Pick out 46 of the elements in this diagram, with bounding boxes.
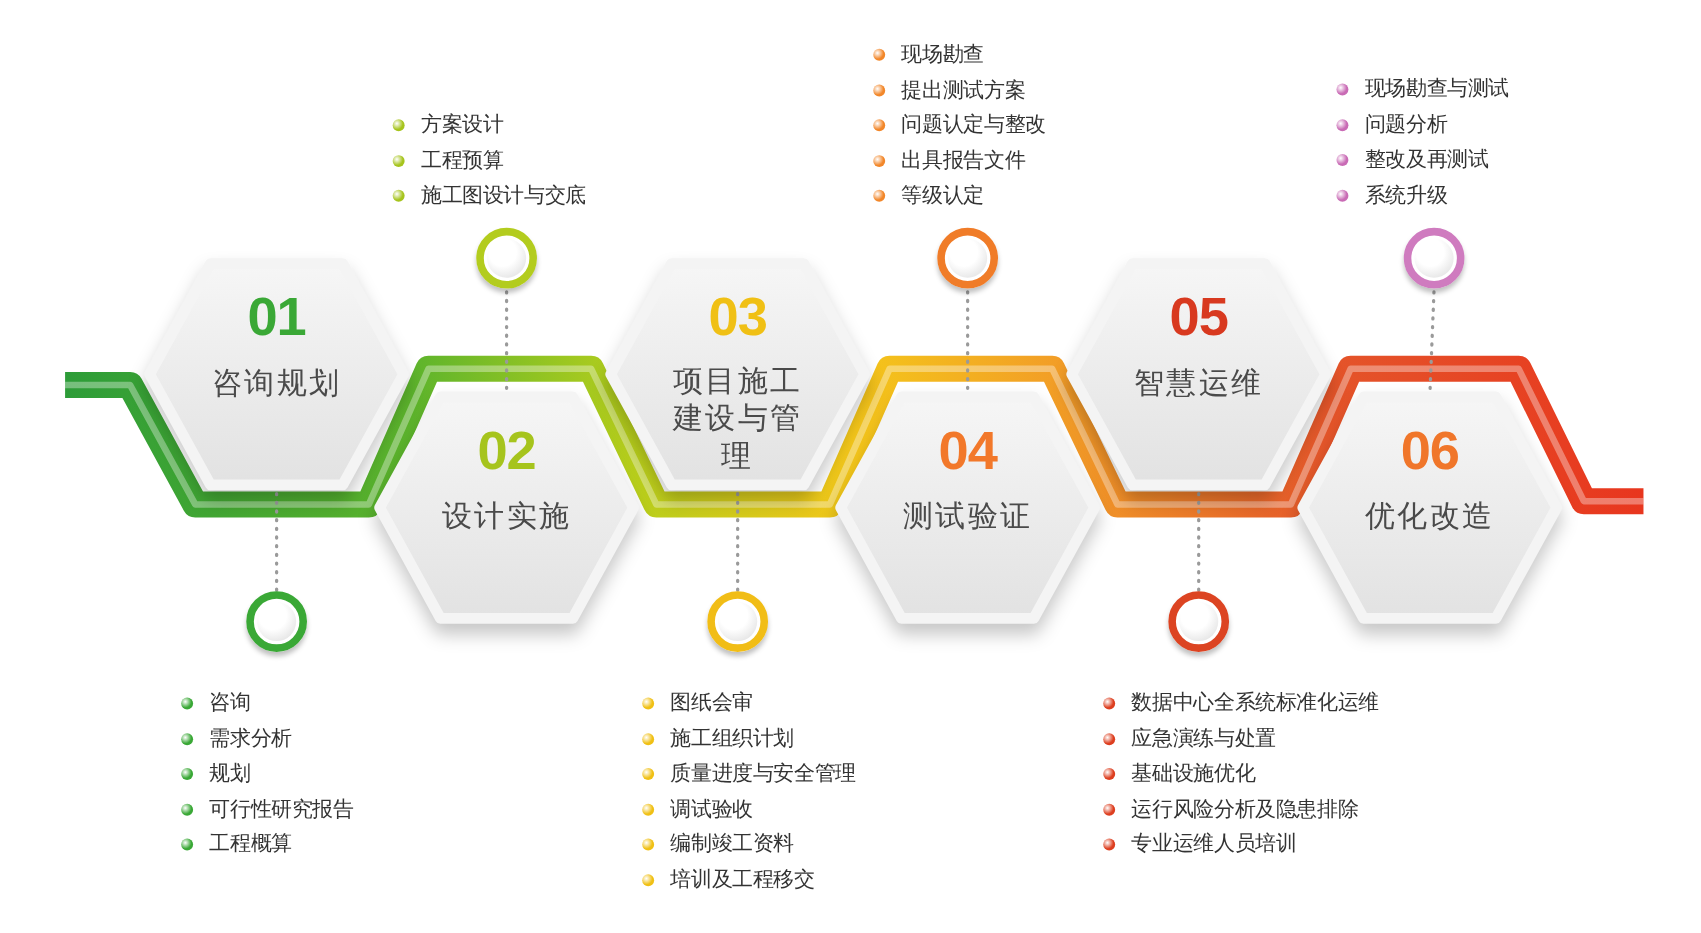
list-item: 方案设计 — [390, 111, 504, 137]
list-item: 咨询 — [179, 689, 251, 715]
list-item: 等级认定 — [871, 182, 984, 207]
step-number: 04 — [937, 423, 999, 478]
list-item: 施工图设计与交底 — [390, 182, 586, 207]
step-title: 咨询规划 — [211, 363, 342, 402]
step-title: 智慧运维 — [1133, 363, 1264, 402]
list-item: 专业运维人员培训 — [1101, 830, 1297, 856]
list-item: 现场勘查 — [871, 41, 984, 66]
step-title: 优化改造 — [1364, 496, 1495, 535]
circle-marker — [707, 591, 769, 652]
list-item: 应急演练与处置 — [1101, 725, 1276, 750]
list-item: 培训及工程移交 — [640, 866, 815, 891]
list-item: 系统升级 — [1334, 181, 1448, 207]
list-item: 可行性研究报告 — [179, 795, 354, 821]
step-number: 03 — [707, 289, 768, 344]
circle-marker — [476, 227, 537, 289]
list-item: 出具报告文件 — [871, 147, 1026, 172]
step-number: 06 — [1399, 423, 1460, 478]
step-title: 设计实施 — [441, 496, 572, 535]
list-item: 工程预算 — [390, 147, 504, 172]
list-item: 工程概算 — [179, 830, 292, 856]
step-title: 测试验证 — [902, 496, 1033, 535]
circle-marker — [937, 227, 998, 289]
step-number: 02 — [476, 423, 537, 478]
step-number: 01 — [246, 289, 307, 344]
circle-marker — [1168, 591, 1230, 652]
list-item: 编制竣工资料 — [640, 830, 795, 856]
list-item: 基础设施优化 — [1101, 760, 1256, 786]
list-item: 现场勘查与测试 — [1334, 75, 1509, 101]
list-item: 数据中心全系统标准化运维 — [1101, 689, 1379, 715]
step-title: 项目施工建设与管理 — [671, 361, 804, 476]
list-item: 整改及再测试 — [1334, 146, 1489, 172]
list-item: 质量进度与安全管理 — [640, 760, 856, 786]
circle-marker — [1403, 227, 1465, 289]
list-item: 图纸会审 — [640, 689, 753, 715]
step-number: 05 — [1168, 289, 1229, 344]
list-item: 问题认定与整改 — [871, 111, 1046, 137]
list-item: 提出测试方案 — [871, 76, 1026, 102]
list-item: 调试验收 — [640, 795, 753, 821]
list-item: 需求分析 — [179, 725, 292, 750]
circle-marker — [246, 591, 307, 652]
list-item: 施工组织计划 — [640, 725, 795, 750]
list-item: 问题分析 — [1334, 111, 1448, 136]
list-item: 规划 — [179, 760, 251, 786]
list-item: 运行风险分析及隐患排除 — [1101, 795, 1359, 821]
